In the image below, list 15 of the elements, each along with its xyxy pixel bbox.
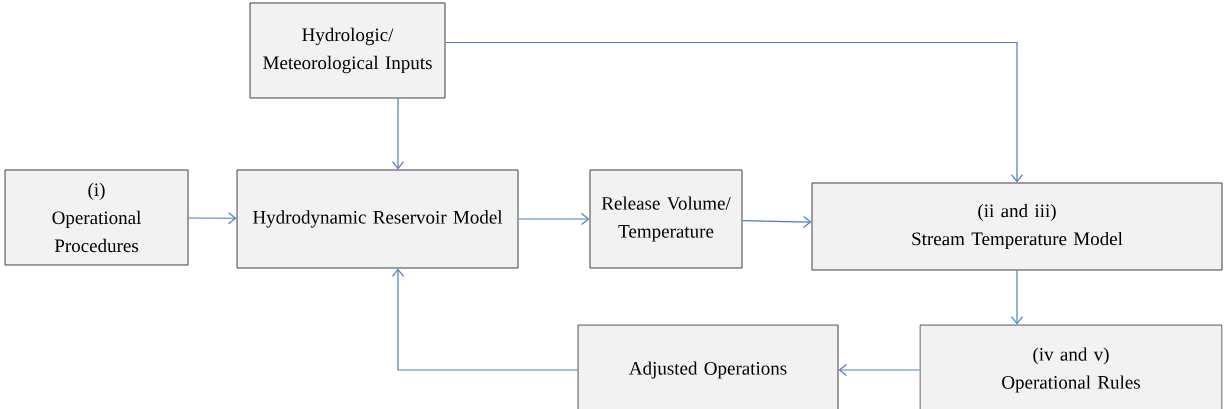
arrow <box>838 363 921 377</box>
arrow <box>741 215 812 229</box>
process-box: Hydrologic/ Meteorological Inputs <box>249 2 446 99</box>
process-box: (i) Operational Procedures <box>4 169 189 266</box>
arrow <box>444 41 1024 183</box>
arrow <box>1010 269 1024 325</box>
arrow <box>187 212 237 225</box>
process-box: (ii and iii) Stream Temperature Model <box>811 182 1223 271</box>
arrow <box>391 268 579 371</box>
process-box: Hydrodynamic Reservoir Model <box>236 169 519 269</box>
arrow <box>517 212 590 226</box>
process-box: Adjusted Operations <box>577 324 839 409</box>
arrow <box>391 97 405 170</box>
process-box: Release Volume/ Temperature <box>589 169 743 269</box>
process-box: (iv and v) Operational Rules <box>919 324 1223 409</box>
